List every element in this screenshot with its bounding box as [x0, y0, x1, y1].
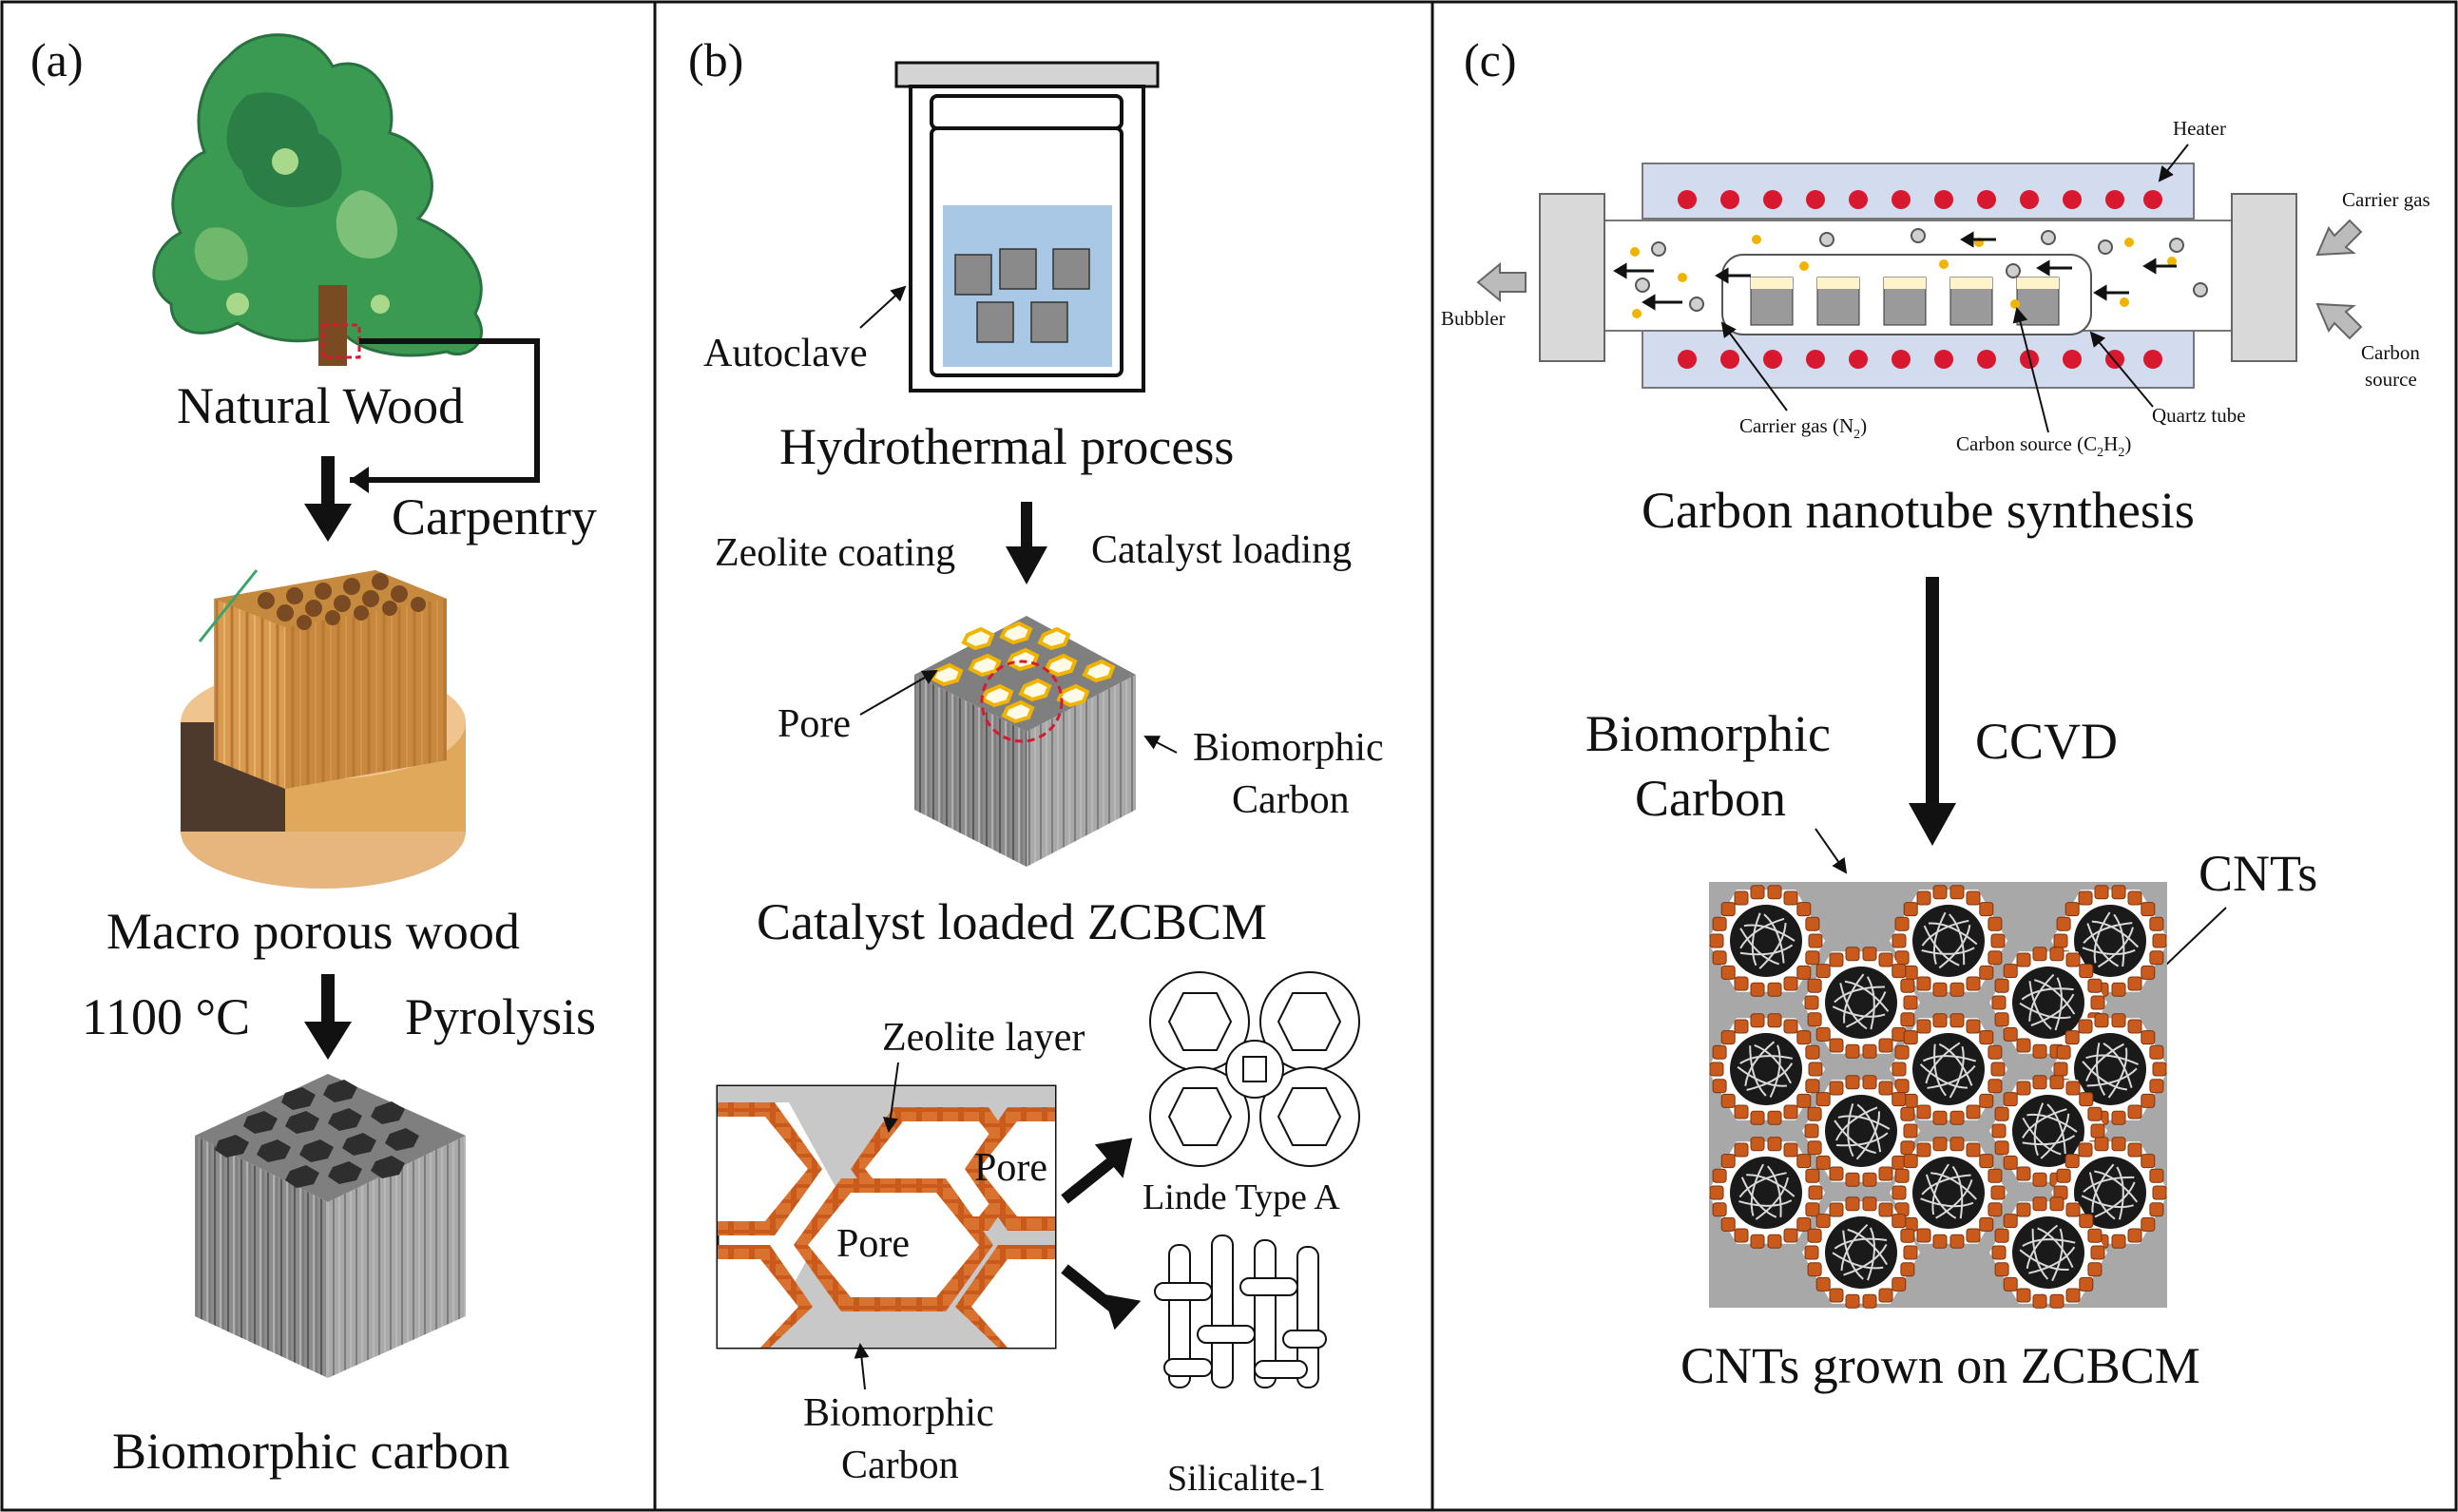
linde-type-a-icon	[1149, 971, 1360, 1167]
biomorphic-c-line2: Carbon	[1635, 770, 1786, 827]
carrier-gas-arrow	[2315, 219, 2363, 257]
biomorphic-carbon-cube-icon	[195, 1074, 466, 1378]
natural-wood-label: Natural Wood	[177, 377, 464, 434]
cnt-cell	[1989, 1196, 2107, 1309]
panel-c: (c)	[1441, 33, 2430, 1394]
panel-a: (a) Natural Wood Carpentry	[30, 33, 597, 1480]
autoclave-icon	[894, 61, 1160, 392]
pore-right-label: Pore	[974, 1146, 1047, 1190]
cnts-label: CNTs	[2199, 845, 2317, 902]
carbon-source-arrow	[2315, 302, 2363, 340]
carbon-source-line1: Carbon	[2361, 341, 2420, 364]
heater-label: Heater	[2173, 117, 2226, 140]
cnt-cell	[1707, 1137, 1825, 1249]
cnt-cell	[1890, 1013, 2007, 1125]
silicalite-1-icon	[1154, 1234, 1327, 1388]
carrier-gas-n2-label: Carrier gas (N2)	[1739, 414, 1867, 442]
cnt-cell	[1802, 947, 1920, 1059]
silicalite-1-label: Silicalite-1	[1167, 1459, 1326, 1499]
panel-a-tag: (a)	[30, 33, 84, 86]
biomorphic-carbon-b-line2: Carbon	[1232, 778, 1350, 822]
carrier-gas-label: Carrier gas	[2342, 188, 2430, 211]
zeolite-cross-section	[716, 1084, 1057, 1349]
quartz-tube-label: Quartz tube	[2152, 404, 2246, 427]
carbon-source-line2: source	[2365, 368, 2417, 391]
macro-porous-wood-icon	[181, 569, 466, 889]
ccvd-label: CCVD	[1975, 713, 2118, 770]
cnt-cell	[1707, 1013, 1825, 1125]
catalyst-loading-label: Catalyst loading	[1091, 528, 1352, 572]
temperature-label: 1100 °C	[82, 988, 250, 1045]
catalyst-loaded-label: Catalyst loaded ZCBCM	[757, 893, 1267, 950]
zeolite-layer-label: Zeolite layer	[882, 1016, 1085, 1060]
heater-elements	[1678, 190, 2162, 369]
bubbler-arrow	[1476, 261, 1527, 303]
biomorphic-pointer	[1143, 736, 1178, 754]
silicalite-arrow	[1061, 1264, 1116, 1311]
carbon-source-c2h2-pointer	[2012, 307, 2049, 433]
cnt-cell	[1707, 885, 1825, 997]
cnt-grid	[1707, 882, 2169, 1309]
carbon-source-c2h2-label: Carbon source (C2H2)	[1956, 432, 2131, 460]
panel-b: (b) Autoclave Hydrothermal process Zeoli…	[688, 33, 1384, 1499]
tree-icon	[152, 33, 483, 366]
cnts-grown-label: CNTs grown on ZCBCM	[1680, 1337, 2200, 1394]
panel-c-tag: (c)	[1464, 33, 1517, 86]
cnt-cell	[1890, 1137, 2007, 1249]
autoclave-pointer	[859, 285, 907, 329]
bottom-biomorphic-line2: Carbon	[841, 1444, 959, 1487]
macro-porous-wood-label: Macro porous wood	[106, 903, 520, 960]
linde-arrow	[1061, 1157, 1116, 1204]
linde-type-a-label: Linde Type A	[1143, 1177, 1340, 1217]
zeolite-layer-pointer	[883, 1062, 899, 1133]
pore-center-label: Pore	[836, 1222, 910, 1266]
panel-b-tag: (b)	[688, 33, 743, 86]
cnt-cell	[1802, 1196, 1920, 1309]
heater-pointer	[2158, 144, 2189, 182]
pore-label: Pore	[778, 702, 851, 746]
catalyst-loaded-cube-icon	[914, 616, 1136, 867]
carrier-gas-n2-pointer	[1720, 321, 1788, 411]
quartz-tube-pointer	[2089, 331, 2154, 408]
biomorphic-c-line1: Biomorphic	[1585, 705, 1831, 762]
cvd-furnace	[1476, 163, 2363, 389]
bottom-biomorphic-pointer	[854, 1343, 870, 1390]
pore-pointer	[859, 670, 938, 716]
biomorphic-carbon-b-line1: Biomorphic	[1193, 726, 1384, 770]
biomorphic-carbon-label: Biomorphic carbon	[112, 1423, 509, 1480]
bubbler-label: Bubbler	[1441, 307, 1506, 330]
carpentry-connector	[350, 338, 540, 483]
cnt-cell	[1890, 885, 2007, 997]
carpentry-label: Carpentry	[392, 488, 597, 545]
hydrothermal-process-label: Hydrothermal process	[779, 418, 1234, 475]
pyrolysis-label: Pyrolysis	[405, 988, 596, 1045]
bottom-biomorphic-line1: Biomorphic	[803, 1391, 994, 1435]
autoclave-label: Autoclave	[703, 332, 868, 375]
biomorphic-c-pointer	[1815, 828, 1848, 874]
cnt-cell	[1802, 1075, 1920, 1187]
cnt-synthesis-label: Carbon nanotube synthesis	[1642, 482, 2195, 539]
zeolite-coating-label: Zeolite coating	[715, 531, 955, 575]
